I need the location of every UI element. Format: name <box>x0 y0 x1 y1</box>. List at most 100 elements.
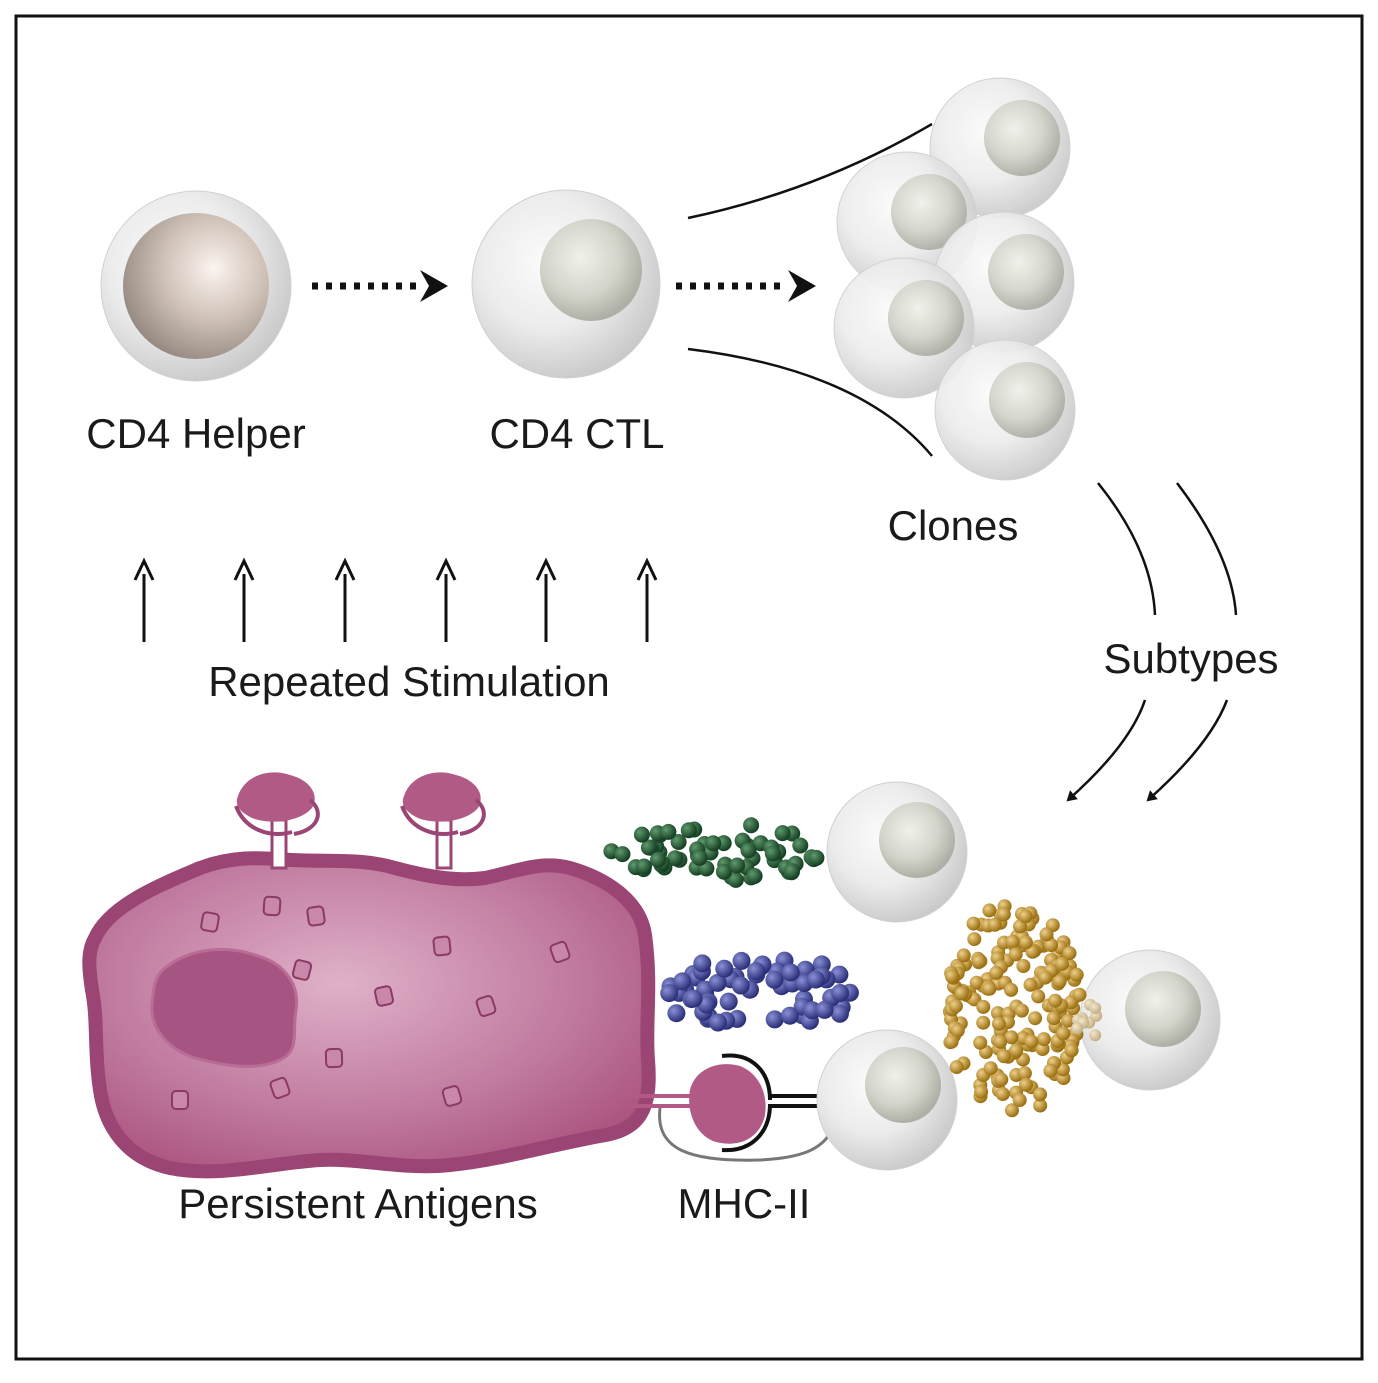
granule <box>743 817 760 834</box>
granule <box>966 916 981 931</box>
mhc-ii-synapse <box>626 1053 834 1162</box>
granule <box>673 972 692 991</box>
ctl-nucleus <box>540 219 642 321</box>
granule <box>680 822 697 839</box>
granule <box>1048 993 1063 1008</box>
granule <box>1017 1066 1032 1081</box>
granule <box>1023 977 1038 992</box>
antigen-fragment <box>262 895 282 917</box>
antigen-fragment <box>374 985 394 1007</box>
granule <box>1064 1043 1079 1058</box>
granule <box>1052 974 1067 989</box>
granule <box>1055 956 1069 971</box>
granule <box>995 1087 1010 1102</box>
granule <box>993 1034 1008 1049</box>
granule <box>1033 1098 1048 1113</box>
label-mhc-ii: MHC-II <box>678 1180 811 1227</box>
stimulation-arrow <box>535 557 557 642</box>
granule <box>1012 1093 1027 1108</box>
granule <box>780 1006 799 1025</box>
granule <box>1014 1003 1029 1018</box>
granule <box>806 970 825 989</box>
granule <box>1089 1002 1102 1014</box>
subtypes-arc-inner-top <box>1097 482 1157 616</box>
granule <box>731 976 750 995</box>
granule <box>949 1060 964 1075</box>
granule <box>746 868 763 884</box>
clone-cell <box>934 339 1076 481</box>
granule <box>1038 970 1053 985</box>
subtypes-arc-outer-top <box>1176 482 1238 616</box>
granule <box>996 907 1011 922</box>
granule <box>944 1034 959 1049</box>
helper-nucleus <box>123 213 269 359</box>
granule <box>727 871 744 888</box>
granule <box>1009 1043 1024 1058</box>
granule <box>972 954 987 969</box>
granules-blue <box>660 951 859 1032</box>
cd4-ctl-cell <box>471 189 661 379</box>
label-repeated-stimulation: Repeated Stimulation <box>208 658 610 705</box>
granule <box>996 1049 1011 1064</box>
expansion-line-bottom <box>687 347 933 457</box>
granule <box>774 825 791 842</box>
stimulation-arrow <box>435 557 457 642</box>
expansion-line-top <box>687 122 933 220</box>
antigen-fragment <box>269 1076 291 1100</box>
granule <box>954 986 969 1001</box>
antigen-presenting-cell <box>82 772 656 1179</box>
granule <box>976 999 991 1014</box>
antigen-fragments <box>171 895 571 1110</box>
effector-cell-gold <box>1079 949 1221 1091</box>
granule <box>1018 909 1033 924</box>
stimulation-arrow <box>334 557 356 642</box>
granule <box>729 857 746 874</box>
granule <box>765 1010 784 1029</box>
granule <box>994 1072 1009 1087</box>
clone-cell <box>833 257 975 399</box>
granule <box>705 835 722 852</box>
granules-green <box>603 817 825 888</box>
granule <box>670 834 687 850</box>
granule <box>633 826 650 843</box>
granule <box>990 1006 1005 1021</box>
granule <box>1031 989 1046 1004</box>
antigen-cell-nucleus <box>150 947 299 1068</box>
granule <box>983 1061 998 1076</box>
granule <box>1061 1013 1076 1028</box>
granule <box>987 917 1002 932</box>
antigen-fragment <box>171 1090 189 1110</box>
granule <box>1004 982 1019 997</box>
dotted-arrow-2 <box>676 270 816 302</box>
granule <box>1033 1087 1048 1102</box>
surface-mhc-1 <box>234 772 320 870</box>
granule <box>1056 1026 1071 1041</box>
granule <box>691 849 708 866</box>
granule <box>708 973 727 992</box>
granule <box>1039 927 1054 942</box>
granule <box>944 969 959 984</box>
granule <box>948 999 963 1014</box>
granule <box>974 1084 989 1099</box>
effector-cell-mhc <box>816 1029 958 1171</box>
granule <box>781 963 800 982</box>
granule <box>1046 1011 1061 1026</box>
granule <box>808 849 825 866</box>
granule <box>1018 935 1033 950</box>
granule <box>1005 934 1020 949</box>
granule <box>693 954 712 973</box>
granule <box>764 845 781 862</box>
label-cd4-helper: CD4 Helper <box>86 410 305 457</box>
granule <box>1019 1077 1033 1092</box>
granules-tan <box>1071 998 1103 1042</box>
granule <box>1008 947 1023 962</box>
granule <box>982 981 997 996</box>
antigen-fragment <box>549 940 571 964</box>
granule <box>1072 987 1087 1002</box>
antigen-fragment <box>306 905 326 927</box>
granule <box>1005 1103 1019 1118</box>
label-persistent-antigens: Persistent Antigens <box>178 1180 538 1227</box>
granule <box>715 959 734 978</box>
granule <box>1024 1034 1039 1049</box>
